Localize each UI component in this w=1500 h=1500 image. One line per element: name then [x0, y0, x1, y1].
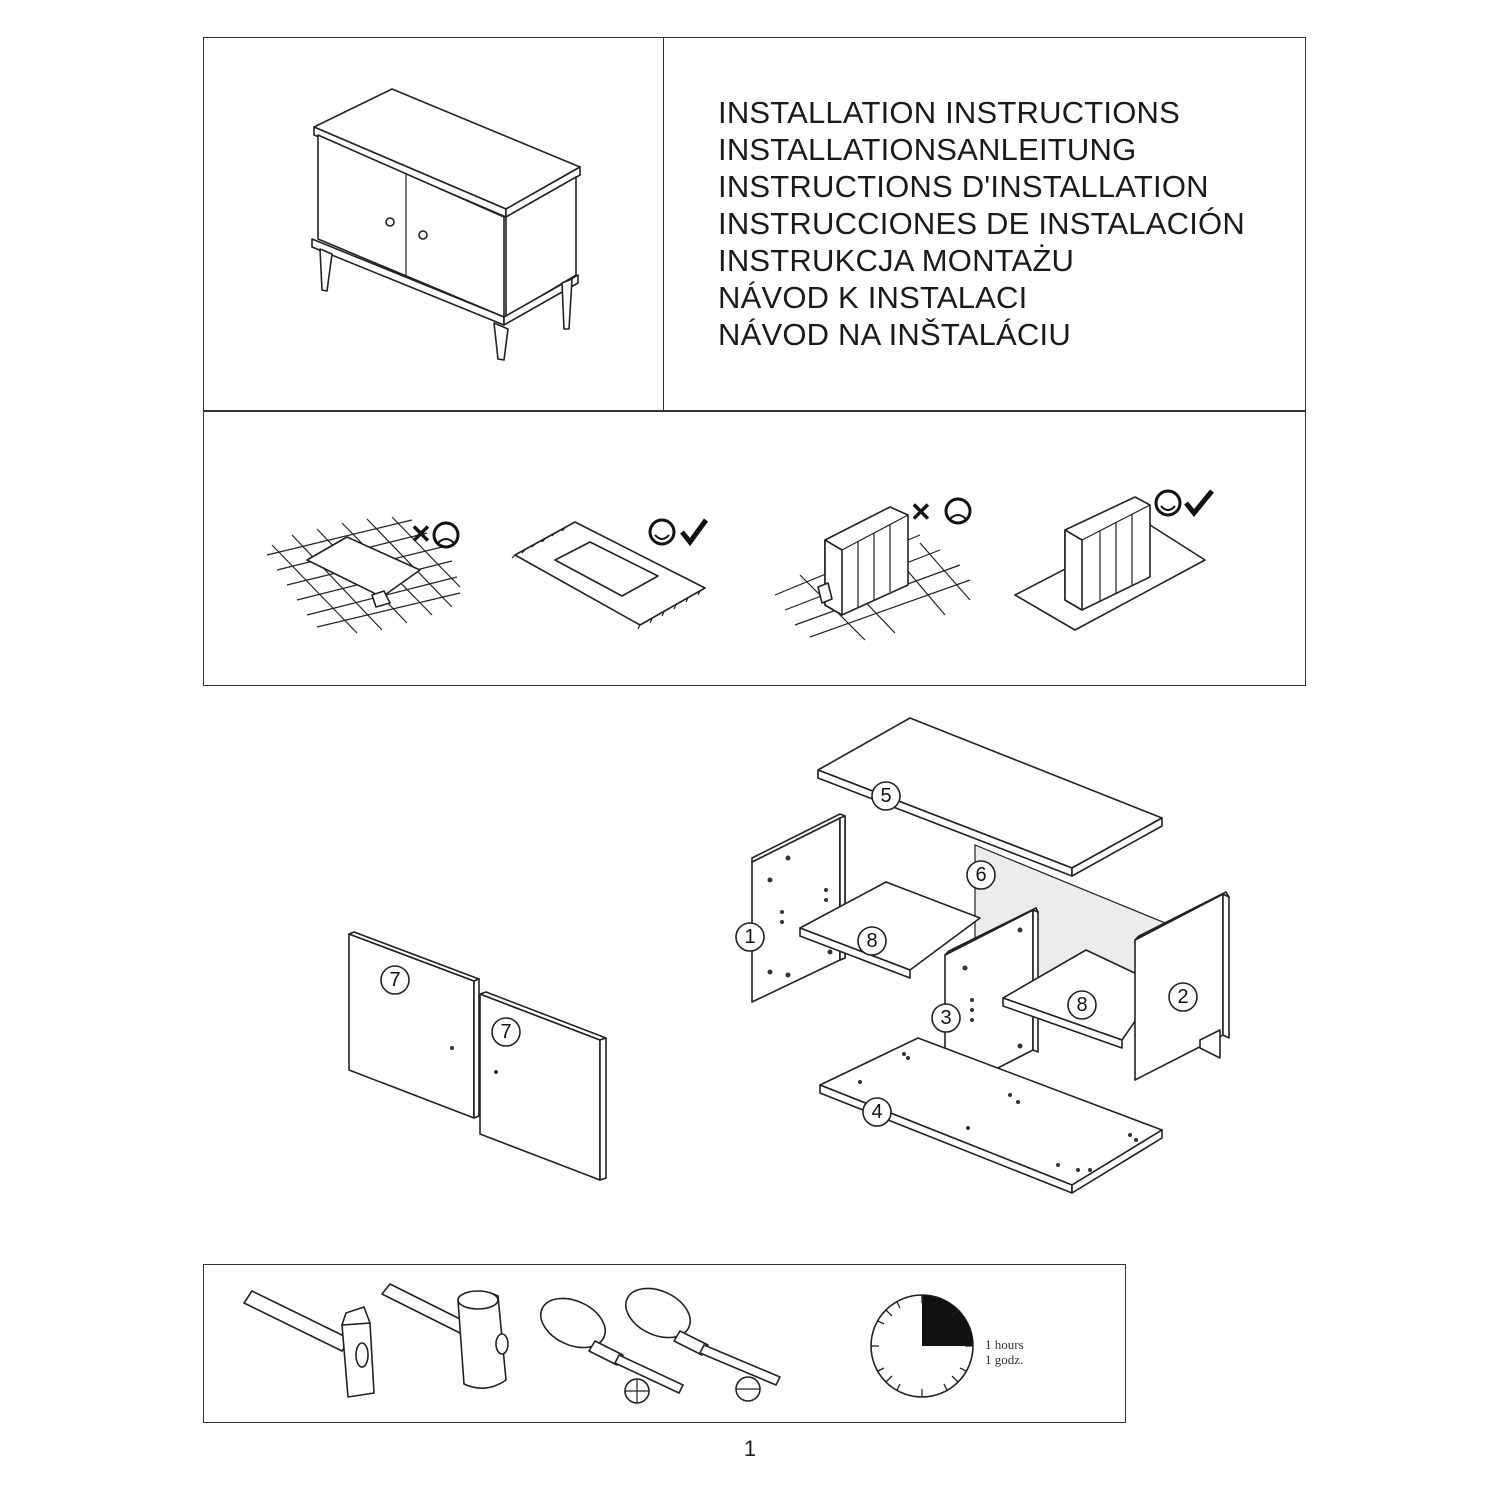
title-line-sk: NÁVOD NA INŠTALÁCIU	[718, 317, 1071, 352]
title-line-fr: INSTRUCTIONS D'INSTALLATION	[718, 169, 1209, 204]
part-badge-8b: 8	[1067, 990, 1097, 1020]
part-badge-7b: 7	[491, 1017, 521, 1047]
tools-box	[203, 1264, 1126, 1423]
header-divider	[663, 37, 664, 412]
part-badge-7a: 7	[380, 965, 410, 995]
surface-guidance-box	[203, 410, 1306, 686]
clock-icon	[870, 1294, 974, 1398]
cabinet-illustration	[311, 88, 581, 361]
title-line-cz: NÁVOD K INSTALACI	[718, 280, 1028, 315]
part-number-4: 4	[871, 1101, 882, 1123]
phillips-screwdriver-icon	[540, 1297, 684, 1404]
panel-on-rug-illustration	[511, 518, 709, 630]
svg-text:✕: ✕	[910, 497, 932, 527]
shelf-panel-8a	[799, 881, 981, 979]
part-badge-5: 5	[871, 781, 901, 811]
part-number-8b: 8	[1076, 994, 1087, 1016]
part-badge-1: 1	[735, 922, 765, 952]
door-panel-7a	[348, 931, 480, 1119]
time-estimate-hours: 1 hours	[985, 1337, 1024, 1352]
header-box	[203, 37, 1306, 412]
time-estimate-godz: 1 godz.	[985, 1352, 1024, 1367]
part-badge-3: 3	[931, 1003, 961, 1033]
title-line-en: INSTALLATION INSTRUCTIONS	[718, 95, 1181, 130]
title-list: INSTALLATION INSTRUCTIONS INSTALLATIONSA…	[718, 94, 1245, 353]
frame-on-hard-floor-illustration: ✕	[774, 497, 972, 641]
page-number: 1	[743, 1436, 757, 1461]
part-badge-4: 4	[862, 1097, 892, 1127]
part-number-7a: 7	[389, 969, 400, 991]
part-number-5: 5	[880, 785, 891, 807]
flat-screwdriver-icon	[625, 1287, 781, 1402]
part-number-2: 2	[1177, 986, 1188, 1008]
part-badge-6: 6	[966, 860, 996, 890]
title-line-de: INSTALLATIONSANLEITUNG	[718, 132, 1137, 167]
part-badge-8a: 8	[857, 926, 887, 956]
part-number-6: 6	[975, 864, 986, 886]
hammer-icon	[243, 1290, 375, 1398]
part-number-8a: 8	[866, 930, 877, 952]
mallet-icon	[381, 1283, 509, 1389]
title-line-pl: INSTRUKCJA MONTAŻU	[718, 243, 1075, 278]
frame-on-rug-illustration	[1014, 489, 1214, 631]
svg-text:✕: ✕	[410, 519, 432, 549]
title-line-es: INSTRUCCIONES DE INSTALACIÓN	[718, 206, 1245, 241]
part-number-3: 3	[940, 1007, 951, 1029]
panel-on-hard-floor-illustration: ✕	[266, 516, 461, 634]
part-badge-2: 2	[1168, 982, 1198, 1012]
part-number-7b: 7	[500, 1021, 511, 1043]
side-panel-1	[751, 813, 846, 1003]
part-number-1: 1	[744, 926, 755, 948]
